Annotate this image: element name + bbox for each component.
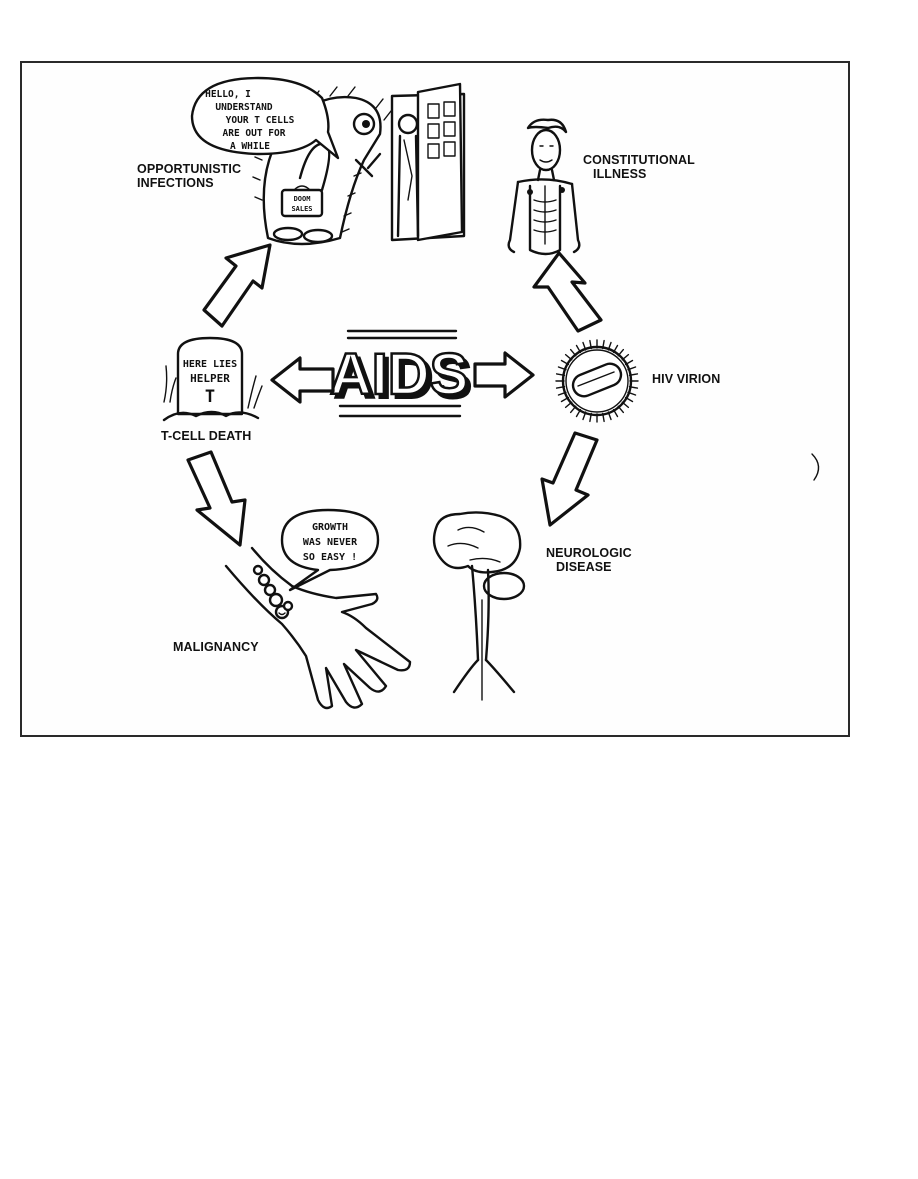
malignancy-speech-line-3: SO EASY ! [303, 552, 357, 563]
virion-spike [557, 391, 567, 396]
briefcase-line-1: DOOM [294, 195, 311, 203]
germ-speech-bubble: HELLO, I UNDERSTAND YOUR T CELLS ARE OUT… [190, 76, 340, 160]
germ-hair [329, 86, 338, 97]
germ-speech-line-1: HELLO, I [205, 89, 251, 100]
arrow-to-opportunistic-infections [202, 243, 272, 328]
hiv-virion-illustration [555, 339, 639, 423]
germ-hair [383, 110, 392, 121]
virion-spike [617, 405, 625, 414]
virion-spike [612, 344, 619, 354]
virion-spike [589, 339, 592, 350]
virion-spike [624, 396, 634, 403]
malignancy-speech-bubble: GROWTH WAS NEVER SO EASY ! [280, 508, 380, 592]
virion-spike [627, 391, 637, 396]
label-opportunistic-line-1: OPPORTUNISTIC [137, 162, 242, 176]
virion-spike [607, 341, 612, 351]
virion-spike [602, 339, 605, 350]
arrow-to-neurologic-disease [540, 431, 599, 527]
tombstone-line-2: HELPER [190, 372, 230, 385]
germ-hair [254, 156, 263, 161]
label-constitutional-line-2: ILLNESS [593, 167, 647, 181]
emaciated-figure-illustration [507, 118, 581, 256]
arrow-to-constitutional-illness [532, 251, 603, 333]
virion-spike [560, 396, 570, 403]
virion-spike [569, 405, 577, 414]
briefcase-line-2: SALES [291, 205, 312, 213]
virion-spike [575, 408, 582, 418]
virion-spike [602, 412, 605, 423]
title-text: AIDS [330, 342, 469, 407]
aids-title: AIDS AIDS [328, 329, 473, 418]
virion-spike [628, 373, 639, 376]
germ-hair [341, 228, 350, 233]
label-opportunistic-line-2: INFECTIONS [137, 176, 214, 190]
arrow-to-tcell-death [270, 356, 335, 404]
virion-spike [621, 353, 630, 361]
germ-hair [252, 176, 261, 181]
virion-spike [582, 411, 587, 421]
malignancy-speech-line-1: GROWTH [312, 522, 348, 533]
virion-spike [617, 348, 625, 357]
brain-spinal-cord-illustration [432, 511, 526, 701]
virion-spikes [555, 339, 639, 423]
virion-spike [628, 386, 639, 389]
germ-hair [343, 212, 352, 217]
hand-illustration [224, 546, 412, 710]
virion-spike [575, 344, 582, 354]
germ-hair [347, 192, 356, 197]
virion-spike [555, 386, 566, 389]
virion-spike [555, 373, 566, 376]
virion-spike [612, 408, 619, 418]
label-constitutional-line-1: CONSTITUTIONAL [583, 153, 695, 167]
label-opportunistic-infections: OPPORTUNISTIC INFECTIONS [137, 162, 241, 190]
label-malignancy: MALIGNANCY [173, 640, 259, 654]
virion-spike [589, 412, 592, 423]
arrow-to-hiv-virion [473, 351, 535, 399]
germ-hair [254, 196, 263, 201]
label-neurologic-line-2: DISEASE [556, 560, 612, 574]
virion-spike [621, 401, 630, 409]
label-tcell-death: T-CELL DEATH [161, 429, 252, 443]
label-neurologic-line-1: NEUROLOGIC [546, 546, 632, 560]
germ-salesman-illustration: DOOM SALES [252, 82, 466, 246]
germ-speech-line-4: ARE OUT FOR [223, 128, 286, 139]
germ-speech-line-5: A WHILE [230, 141, 270, 152]
label-hiv-virion: HIV VIRION [652, 372, 721, 386]
virion-spike [557, 366, 567, 371]
virion-spike [564, 401, 573, 409]
virion-spike [560, 359, 570, 366]
tombstone-illustration: HERE LIES HELPER T [162, 336, 263, 422]
label-neurologic-disease: NEUROLOGIC DISEASE [546, 546, 632, 574]
virion-spike [607, 411, 612, 421]
virion-spike [582, 341, 587, 351]
germ-hair [347, 86, 356, 97]
germ-hair [353, 172, 362, 177]
tombstone-line-1: HERE LIES [183, 359, 237, 370]
stray-mark [811, 453, 820, 481]
virion-spike [564, 353, 573, 361]
title-text-shadow: AIDS [334, 346, 473, 411]
malignancy-speech-line-2: WAS NEVER [303, 537, 358, 548]
virion-spike [627, 366, 637, 371]
label-constitutional-illness: CONSTITUTIONAL ILLNESS [583, 153, 695, 181]
arrow-to-malignancy [186, 450, 247, 547]
germ-hair [375, 98, 384, 109]
virion-spike [624, 359, 634, 366]
tombstone-line-3: T [205, 387, 215, 407]
virion-spike [569, 348, 577, 357]
germ-speech-line-2: UNDERSTAND [215, 102, 272, 113]
germ-speech-line-3: YOUR T CELLS [226, 115, 295, 126]
